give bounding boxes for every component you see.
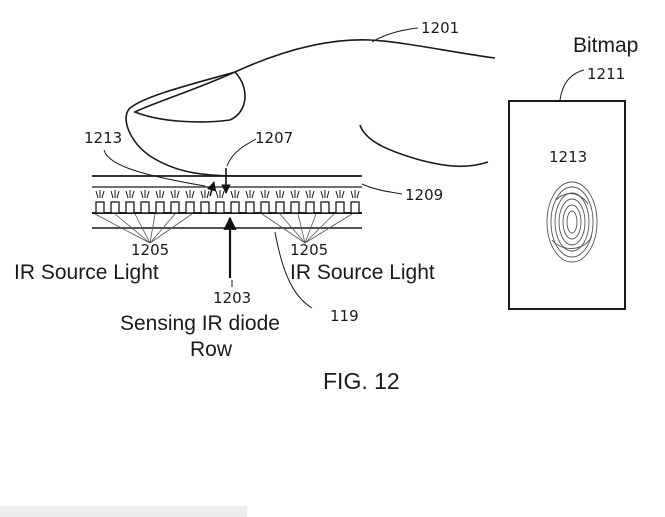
fingerprint-ridge bbox=[562, 204, 582, 240]
finger-knuckle-line bbox=[359, 124, 489, 168]
ref-1209: 1209 bbox=[405, 186, 443, 204]
leader-1211 bbox=[559, 69, 585, 101]
ir-diode bbox=[110, 201, 120, 214]
ir-diode bbox=[215, 201, 225, 214]
ir-emitter bbox=[200, 190, 210, 199]
finger-drawing bbox=[125, 39, 496, 177]
ir-emitter bbox=[260, 190, 270, 199]
ir-emitter bbox=[350, 190, 360, 199]
ir-ray bbox=[261, 213, 306, 244]
ir-emitter bbox=[275, 190, 285, 199]
leader-119 bbox=[274, 231, 313, 309]
ir-diode bbox=[305, 201, 315, 214]
fingerprint-ridge bbox=[550, 186, 594, 258]
ir-emitter bbox=[335, 190, 345, 199]
ir-diode bbox=[95, 201, 105, 214]
sensor-stack bbox=[92, 175, 362, 229]
bitmap-panel bbox=[508, 100, 626, 310]
ir-ray bbox=[149, 213, 156, 244]
leader-1207 bbox=[226, 138, 257, 167]
ir-emitter bbox=[320, 190, 330, 199]
ir-ray bbox=[149, 213, 193, 244]
ir-fan-left bbox=[94, 213, 193, 244]
ir-diode bbox=[245, 201, 255, 214]
ir-diode bbox=[170, 201, 180, 214]
ir-diode bbox=[275, 201, 285, 214]
ir-ray bbox=[94, 213, 151, 244]
ir-path-arrow-up bbox=[207, 181, 217, 197]
fingerprint-icon bbox=[546, 181, 598, 263]
ir-emitter bbox=[155, 190, 165, 199]
ir-emitter bbox=[215, 190, 225, 199]
fingerprint-ridge bbox=[555, 193, 589, 205]
diode-row bbox=[95, 201, 360, 214]
finger-outline bbox=[125, 39, 496, 177]
fingerprint-ridge bbox=[551, 235, 593, 249]
ir-ray bbox=[304, 213, 317, 244]
fingerprint-ridge bbox=[546, 181, 598, 263]
ir-ray bbox=[134, 213, 151, 244]
bitmap-title: Bitmap bbox=[573, 34, 638, 57]
sensing-label-line2: Row bbox=[190, 338, 233, 361]
ref-1207: 1207 bbox=[255, 129, 293, 147]
ref-1213-bitmap: 1213 bbox=[549, 148, 587, 166]
ir-ray bbox=[149, 213, 176, 244]
fingerprint-ridge bbox=[554, 192, 590, 252]
ir-diode bbox=[230, 201, 240, 214]
ir-diode bbox=[320, 201, 330, 214]
fingernail bbox=[133, 71, 246, 123]
ir-emitter bbox=[110, 190, 120, 199]
ir-diode bbox=[155, 201, 165, 214]
ir-diode bbox=[260, 201, 270, 214]
ir-source-label-right: IR Source Light bbox=[290, 261, 435, 284]
ref-1205-right: 1205 bbox=[290, 241, 328, 259]
leader-1201 bbox=[371, 27, 419, 43]
leader-1213-left bbox=[103, 149, 206, 187]
ir-emitter bbox=[305, 190, 315, 199]
ir-ray bbox=[279, 213, 306, 244]
ir-emitter bbox=[230, 190, 240, 199]
ir-ray bbox=[304, 213, 335, 244]
ir-ray bbox=[304, 213, 353, 244]
ir-emitter-row bbox=[95, 190, 360, 199]
ir-diode bbox=[140, 201, 150, 214]
ir-diode bbox=[290, 201, 300, 214]
ir-emitter bbox=[140, 190, 150, 199]
ref-1213-left: 1213 bbox=[84, 129, 122, 147]
ir-emitter bbox=[290, 190, 300, 199]
arrows bbox=[207, 168, 237, 278]
ref-119: 119 bbox=[330, 307, 359, 325]
ir-diode bbox=[185, 201, 195, 214]
leader-1209 bbox=[361, 183, 403, 195]
ir-emitter bbox=[185, 190, 195, 199]
ir-ray bbox=[114, 213, 151, 244]
fingerprint-ridge bbox=[566, 210, 578, 234]
ir-source-label-left: IR Source Light bbox=[14, 261, 159, 284]
bottom-strip bbox=[0, 506, 247, 517]
ref-1211: 1211 bbox=[587, 65, 625, 83]
figure-caption: FIG. 12 bbox=[323, 368, 400, 394]
sensing-label-line1: Sensing IR diode bbox=[120, 312, 280, 335]
ir-diode bbox=[200, 201, 210, 214]
ir-fan-right bbox=[261, 213, 353, 244]
ir-ray bbox=[297, 213, 306, 244]
ir-emitter bbox=[245, 190, 255, 199]
ir-emitter bbox=[125, 190, 135, 199]
fingerprint-ridge bbox=[558, 198, 586, 246]
ref-1205-left: 1205 bbox=[131, 241, 169, 259]
ref-1203: 1203 bbox=[213, 289, 251, 307]
ref-1201: 1201 bbox=[421, 19, 459, 37]
ir-diode bbox=[335, 201, 345, 214]
ir-diode bbox=[125, 201, 135, 214]
ir-emitter bbox=[95, 190, 105, 199]
ir-diode bbox=[350, 201, 360, 214]
ir-emitter bbox=[170, 190, 180, 199]
